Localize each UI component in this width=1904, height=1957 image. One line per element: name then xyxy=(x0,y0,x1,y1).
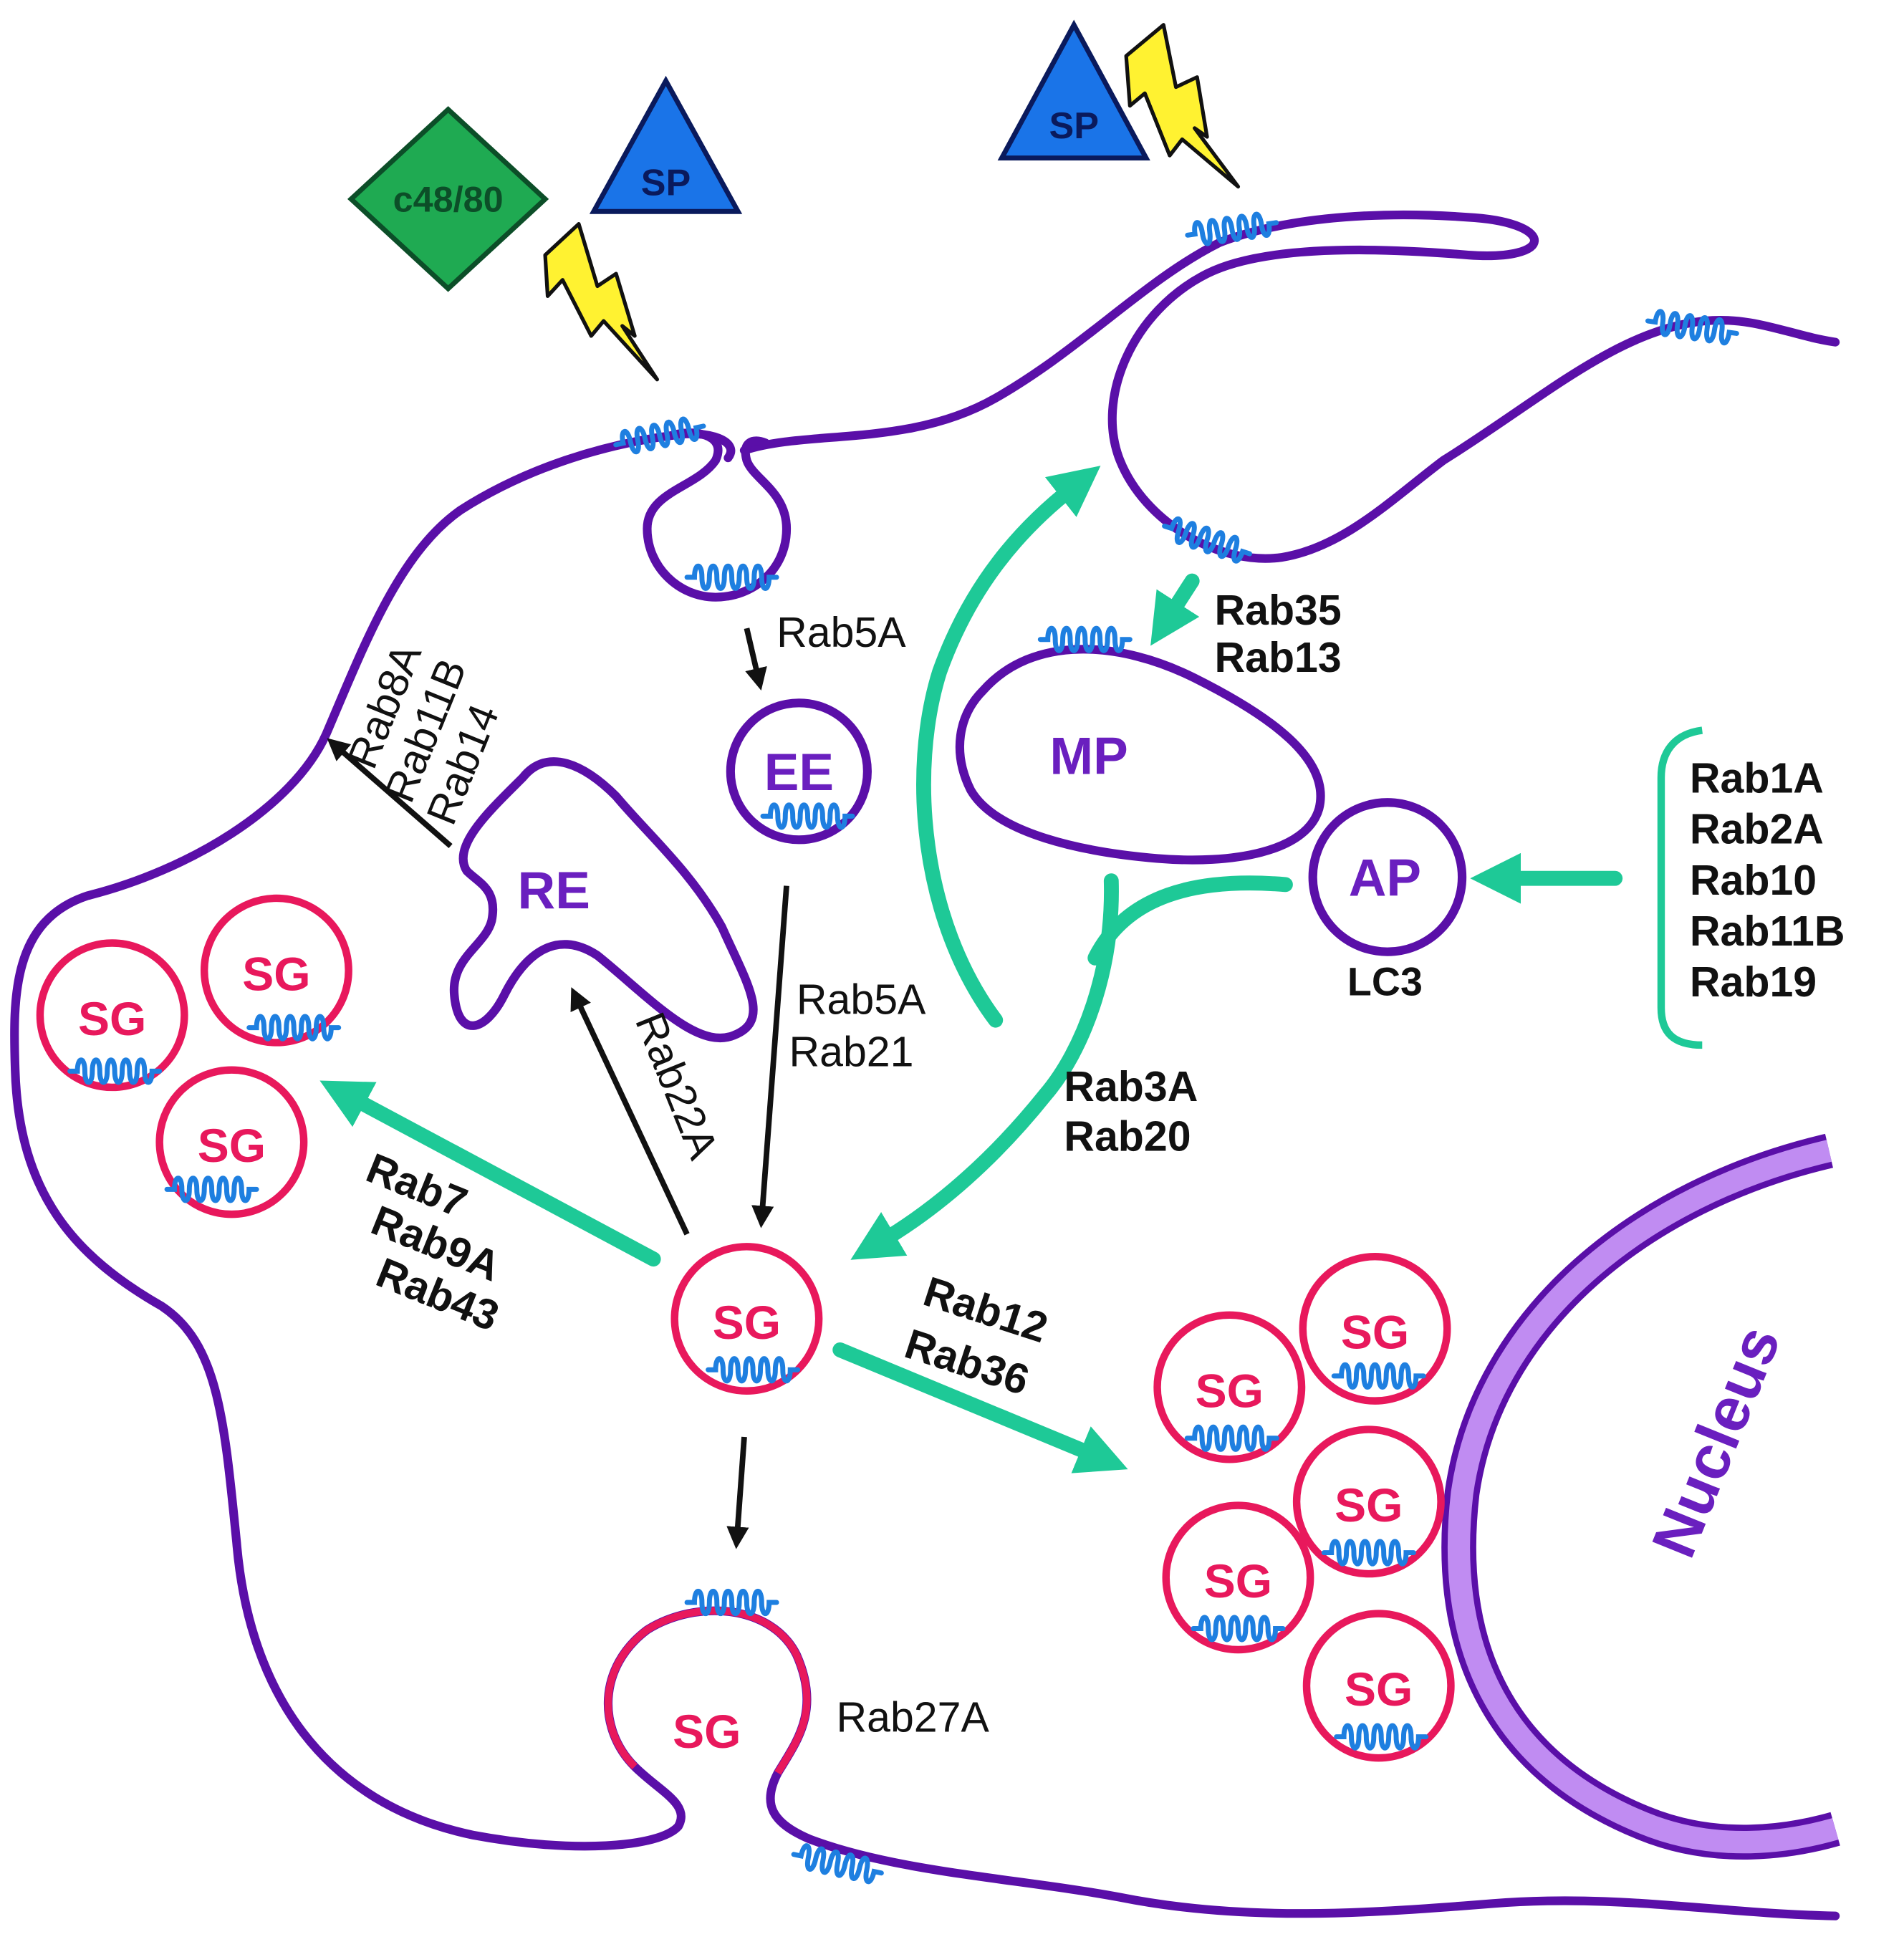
granule-right-4 xyxy=(1162,1501,1314,1654)
re-label: RE xyxy=(518,862,590,920)
sp-ligand-top: SP xyxy=(997,19,1150,161)
lightning-left-icon xyxy=(543,222,659,382)
rab-mp-formation-labels: Rab35 Rab13 xyxy=(1214,587,1341,681)
sg-label: SG xyxy=(1204,1554,1272,1607)
autophagy-bracket xyxy=(1657,726,1703,1049)
granule-left-1 xyxy=(36,939,188,1092)
arrow-sg-to-re xyxy=(570,987,690,1236)
arrow-exocytosis xyxy=(726,1436,749,1549)
rab-exocytosis-label: Rab27A xyxy=(836,1694,989,1741)
c4880-ligand: c48/80 xyxy=(347,106,549,292)
rab-label: Rab35 xyxy=(1214,587,1341,634)
arrow-endocytosis xyxy=(744,628,767,691)
sg-label: SG xyxy=(1335,1478,1403,1532)
sg-label: SG xyxy=(198,1119,266,1172)
granule-left-2 xyxy=(200,894,352,1047)
rab-label: Rab5A xyxy=(797,976,926,1023)
sg-label: SG xyxy=(1196,1364,1264,1417)
plasma-membrane-main xyxy=(10,429,1840,1920)
rab-ee-to-sg-labels: Rab5A Rab21 xyxy=(789,976,926,1075)
c4880-label: c48/80 xyxy=(393,178,504,219)
rab-to-sg-labels: Rab3A Rab20 xyxy=(1064,1063,1198,1160)
endocytic-pit xyxy=(643,428,792,602)
arrow-sg-to-perinuclear xyxy=(832,1342,1128,1473)
rab-label: Rab21 xyxy=(789,1028,913,1075)
rab-label: Rab3A xyxy=(1064,1063,1198,1110)
arrow-rab35 xyxy=(1150,573,1200,646)
nucleus xyxy=(1441,1133,1840,1860)
granule-center xyxy=(670,1243,823,1395)
arrow-ap-merge xyxy=(1087,875,1293,966)
sp-top-label: SP xyxy=(1049,105,1099,147)
macropinosome xyxy=(955,645,1325,865)
arrow-to-macropinosome-formation xyxy=(916,466,1101,1028)
lightning-right-icon xyxy=(1124,23,1241,189)
rab-label: Rab19 xyxy=(1690,958,1817,1006)
early-endosome xyxy=(726,698,872,845)
sg-label: SG xyxy=(242,947,310,1000)
rab-label: Rab10 xyxy=(1690,857,1817,904)
rab-label: Rab11B xyxy=(1690,908,1845,955)
mp-label: MP xyxy=(1049,727,1128,785)
recycling-endosome xyxy=(449,757,758,1043)
arrow-ee-to-sg xyxy=(751,885,789,1228)
sg-label: SG xyxy=(673,1705,741,1758)
sg-label: SG xyxy=(78,992,146,1045)
rab-label: Rab2A xyxy=(1690,806,1824,853)
arrow-mp-ap-to-sg xyxy=(850,873,1119,1260)
ap-label: AP xyxy=(1349,850,1421,908)
rab-autophagy-labels: Rab1A Rab2A Rab10 Rab11B Rab19 xyxy=(1690,754,1845,1006)
ap-marker-label: LC3 xyxy=(1347,959,1423,1004)
granule-right-5 xyxy=(1302,1610,1455,1762)
rab-label: Rab13 xyxy=(1214,634,1341,681)
rab-label: Rab20 xyxy=(1064,1113,1191,1160)
arrow-sg-to-left-granules xyxy=(319,1080,661,1267)
sp-ligand-left: SP xyxy=(589,75,743,214)
granule-right-2 xyxy=(1299,1252,1451,1405)
sp-left-label: SP xyxy=(641,163,691,204)
sg-label: SG xyxy=(1341,1306,1409,1359)
granule-right-1 xyxy=(1153,1311,1306,1463)
granule-right-3 xyxy=(1292,1425,1445,1578)
plasma-membrane-left xyxy=(739,210,1840,563)
sg-label: SG xyxy=(1345,1663,1413,1716)
sg-label: SG xyxy=(713,1296,781,1349)
rab-label: Rab1A xyxy=(1690,754,1824,802)
ee-label: EE xyxy=(764,744,834,802)
rab-endocytosis-label: Rab5A xyxy=(776,609,906,656)
arrow-recycling xyxy=(327,738,453,848)
autophagosome xyxy=(1308,798,1467,956)
nucleus-label: Nucleus xyxy=(1639,1317,1794,1567)
